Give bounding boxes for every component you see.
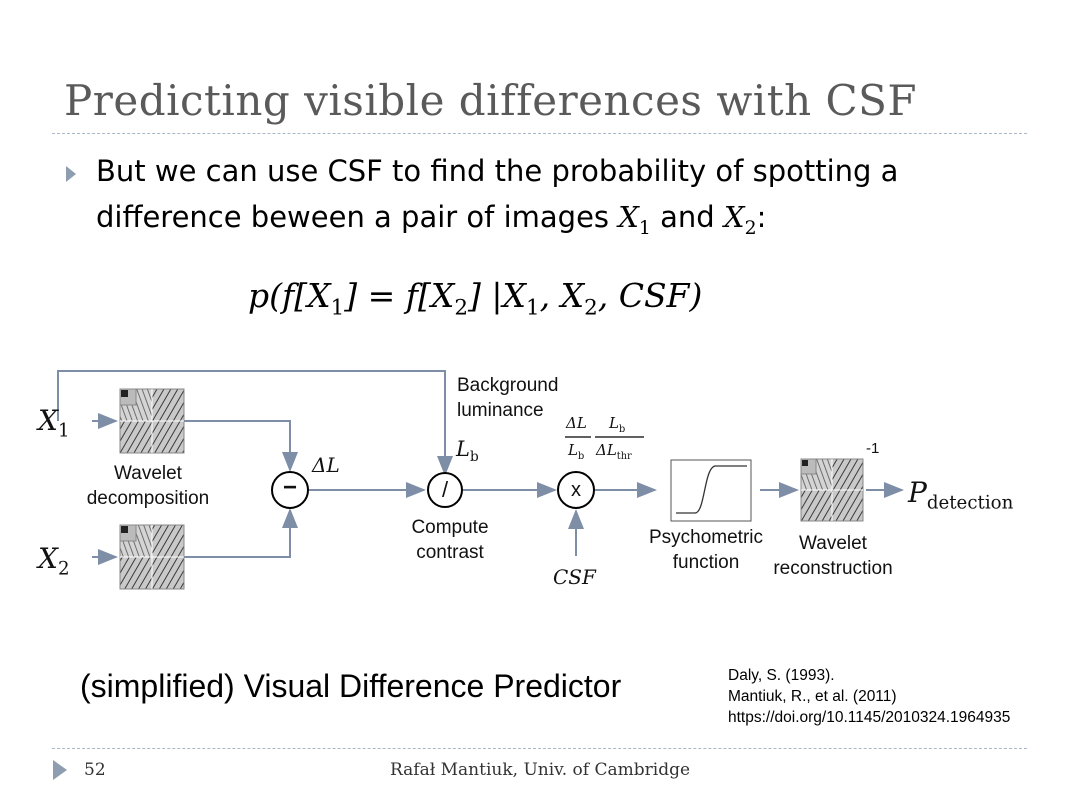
minus-symbol: − <box>282 474 297 501</box>
times-symbol: x <box>571 479 581 501</box>
bullet-arrow-icon <box>66 166 76 182</box>
footer-divider <box>52 748 1027 749</box>
bullet-text-line1: But we can use CSF to find the probabili… <box>96 154 899 188</box>
lb-label: Lb <box>456 437 479 466</box>
fraction1-denominator: Lb <box>568 441 585 462</box>
fraction2-numerator: Lb <box>609 414 626 435</box>
delta-l-label: ΔL <box>312 453 340 477</box>
wavelet-pyramid-x1 <box>119 388 185 454</box>
reference-daly: Daly, S. (1993). <box>728 667 835 684</box>
page-number: 52 <box>84 760 106 780</box>
bullet-text-line2: difference beween a pair of images X1 an… <box>96 200 766 239</box>
fraction2-denominator: ΔLthr <box>596 441 632 462</box>
bullet-text-line2-pre: difference beween a pair of images <box>96 200 619 234</box>
divide-symbol: / <box>441 477 449 502</box>
x2-label: X2 <box>38 542 70 580</box>
bullet-var-x2: X2 <box>723 200 757 239</box>
title-divider <box>52 133 1027 134</box>
bullet-var-x1: X1 <box>618 200 651 239</box>
multiply-node <box>557 471 595 509</box>
slide-title: Predicting visible differences with CSF <box>64 76 918 125</box>
bullet-and: and <box>650 200 724 234</box>
fraction1-numerator: ΔL <box>566 414 587 432</box>
references: Daly, S. (1993). Mantiuk, R., et al. (20… <box>728 665 1010 728</box>
footer-author: Rafał Mantiuk, Univ. of Cambridge <box>389 760 691 780</box>
inverse-exponent: -1 <box>866 440 880 457</box>
diagram-caption: (simplified) Visual Difference Predictor <box>80 668 622 704</box>
psychometric-curve-box <box>670 459 752 522</box>
diagram-arrows <box>57 370 904 565</box>
reference-mantiuk: Mantiuk, R., et al. (2011) <box>728 688 897 705</box>
probability-formula: p(f[X1] = f[X2] |X1, X2, CSF) <box>248 276 703 321</box>
wavelet-pyramid-x2 <box>119 524 185 590</box>
wavelet-pyramid-reconstruction <box>800 458 864 522</box>
bullet-colon: : <box>756 200 767 234</box>
divide-node <box>427 472 463 508</box>
x1-label: X1 <box>38 404 70 442</box>
subtract-node <box>271 471 309 509</box>
reference-doi-link[interactable]: https://doi.org/10.1145/2010324.1964935 <box>728 709 1011 726</box>
footer-arrow-icon <box>53 760 67 780</box>
p-detection-label: Pdetection <box>908 476 1014 514</box>
csf-label: CSF <box>553 565 596 589</box>
